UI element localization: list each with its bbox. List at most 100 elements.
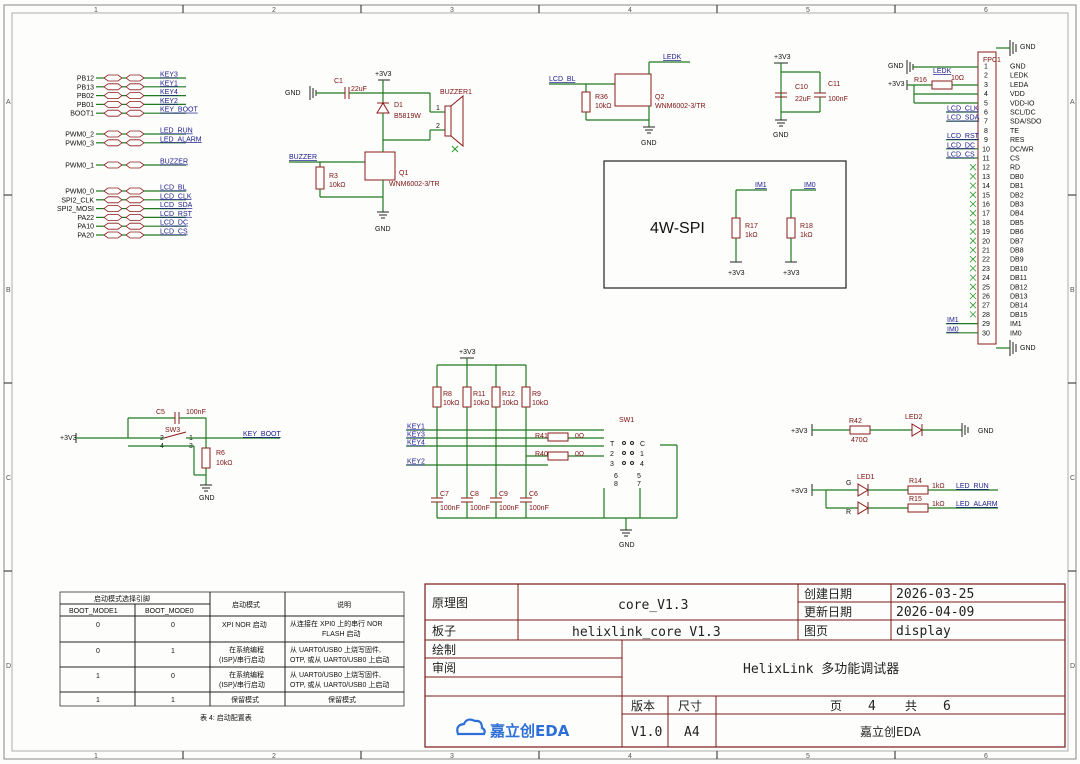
key-cap-ref: C9 bbox=[499, 491, 508, 498]
fpc-pin-number: 21 bbox=[982, 248, 990, 255]
fpc-body bbox=[977, 51, 997, 345]
fpc-side-net-label: LCD_SDA bbox=[947, 115, 980, 122]
frame-col-3: 3 bbox=[450, 7, 454, 14]
frame-col-6-bottom: 6 bbox=[984, 753, 988, 760]
decoupling-gnd-label: GND bbox=[773, 132, 789, 139]
r42-value: 470Ω bbox=[851, 437, 868, 444]
net-flag-icon bbox=[103, 109, 123, 117]
net-flag-icon bbox=[125, 205, 145, 212]
tb-updated-label: 更新日期 bbox=[804, 604, 852, 619]
sw1-pin-label: 4 bbox=[640, 461, 644, 468]
boot-table-cell-m1: 0 bbox=[96, 622, 100, 629]
net-flag-icon bbox=[103, 139, 123, 147]
fpc-side-net-label: LCD_CLK bbox=[947, 106, 979, 113]
fpc-pin-number: 30 bbox=[982, 330, 990, 337]
fpc-pin-number: 26 bbox=[982, 294, 990, 301]
r3-value: 10kΩ bbox=[329, 182, 346, 189]
boot-table-cell-m1: 0 bbox=[96, 648, 100, 655]
buzzer-ref: BUZZER1 bbox=[440, 89, 472, 96]
net-flag-icon bbox=[125, 222, 145, 230]
fpc-pin-name: RD bbox=[1010, 165, 1020, 172]
fpc-pin-name: DB12 bbox=[1010, 284, 1028, 291]
mcu-net-group4-3: LCD_RST bbox=[160, 211, 193, 218]
fpc-side-net-label: IM1 bbox=[947, 317, 959, 324]
fpc-pin-number: 7 bbox=[984, 119, 988, 126]
tb-board-value: helixlink_core V1.3 bbox=[572, 625, 721, 640]
boot-table-cell-m0: 0 bbox=[171, 673, 175, 680]
mcu-pin-group1-4: BOOT1 bbox=[70, 111, 94, 118]
mcu-pin-group1-3: PB01 bbox=[77, 102, 94, 109]
boot-table-cell-mode2: (ISP)/串行启动 bbox=[219, 655, 265, 664]
fpc-pin-name: IM1 bbox=[1010, 321, 1022, 328]
mcu-net-group2-1: LED_ALARM bbox=[160, 136, 202, 143]
jlc-eda-logo: 嘉立创EDA bbox=[456, 718, 570, 740]
fpc-pin-name: DC/WR bbox=[1010, 146, 1034, 153]
net-flag-icon bbox=[103, 231, 123, 239]
fpc-pin-number: 9 bbox=[984, 137, 988, 144]
net-flag-icon bbox=[125, 231, 145, 239]
c5-ref: C5 bbox=[156, 409, 165, 416]
tb-version-label: 版本 bbox=[631, 699, 655, 713]
c1-value: 22uF bbox=[351, 86, 367, 93]
d1-ref: D1 bbox=[394, 102, 403, 109]
frame-col-4-bottom: 4 bbox=[628, 753, 632, 760]
buzzer-pin2: 2 bbox=[436, 123, 440, 130]
mcu-net-group1-0: KEY3 bbox=[160, 72, 178, 79]
r17-value: 1kΩ bbox=[745, 232, 758, 239]
fpc-gnd-top-label: GND bbox=[1020, 44, 1036, 51]
tb-board-label: 板子 bbox=[432, 624, 456, 638]
boot-table-cell-m0: 1 bbox=[171, 697, 175, 704]
boot-vcc-label: +3V3 bbox=[60, 435, 77, 442]
led1-ref: LED1 bbox=[857, 474, 875, 481]
im0-net-label: IM0 bbox=[804, 182, 816, 189]
net-flag-icon bbox=[103, 130, 123, 138]
key-resistor-ref: R8 bbox=[443, 391, 452, 398]
frame-col-3-bottom: 3 bbox=[450, 753, 454, 760]
fpc-pin-number: 20 bbox=[982, 238, 990, 245]
frame-columns-top: 1 2 3 4 5 6 bbox=[94, 5, 988, 14]
boot-table-caption: 表 4: 启动配置表 bbox=[200, 713, 252, 722]
frame-row-b-right: B bbox=[1070, 287, 1075, 294]
boot-table-cell-mode: XPI NOR 启动 bbox=[222, 620, 267, 629]
c1-ref: C1 bbox=[334, 78, 343, 85]
mcu-net-group4-1: LCD_CLK bbox=[160, 193, 192, 200]
net-flag-icon bbox=[103, 92, 123, 99]
buzzer-body bbox=[444, 105, 452, 137]
net-flag-icon bbox=[125, 109, 145, 117]
r40-ref: R40 bbox=[535, 451, 548, 458]
r15-ref: R15 bbox=[909, 496, 922, 503]
key-resistor-value: 10kΩ bbox=[443, 400, 460, 407]
net-flag-icon bbox=[103, 222, 123, 230]
net-flag-icon bbox=[125, 161, 145, 169]
led-run-net-label: LED_RUN bbox=[956, 483, 989, 490]
q1-value: WNM6002-3/TR bbox=[389, 181, 440, 188]
net-flag-icon bbox=[103, 205, 123, 212]
boot-table-group-header: 启动模式选择引脚 bbox=[94, 594, 150, 603]
keys-vcc-label: +3V3 bbox=[459, 349, 476, 356]
fpc-pin-number: 25 bbox=[982, 284, 990, 291]
led1-green-icon bbox=[857, 483, 869, 497]
mcu-net-group4-5: LCD_CS bbox=[160, 229, 188, 236]
fpc-pin-name: DB8 bbox=[1010, 248, 1024, 255]
frame-columns-bottom: 1 2 3 4 5 6 bbox=[94, 751, 988, 760]
tb-updated-value: 2026-04-09 bbox=[896, 605, 974, 620]
fpc-pin-name: DB11 bbox=[1010, 275, 1027, 282]
fpc-pin-name: DB13 bbox=[1010, 294, 1028, 301]
led2-gnd-label: GND bbox=[978, 428, 994, 435]
fpc-pin-name: RES bbox=[1010, 137, 1025, 144]
key-net-label: KEY2 bbox=[407, 459, 425, 466]
c11-ref: C11 bbox=[828, 81, 840, 88]
mcu-pin-group1-2: PB02 bbox=[77, 93, 94, 100]
fpc-ref: FPC1 bbox=[983, 57, 1001, 64]
led2-icon bbox=[911, 423, 923, 437]
tb-size-value: A4 bbox=[684, 725, 700, 740]
sw1-pin-label: C bbox=[640, 441, 645, 448]
net-flag-icon bbox=[103, 101, 123, 108]
mcu-net-group1-2: KEY4 bbox=[160, 89, 178, 96]
fpc-pin-name: GND bbox=[1010, 64, 1026, 71]
frame-col-2-bottom: 2 bbox=[272, 753, 276, 760]
frame-col-1: 1 bbox=[94, 7, 98, 14]
r18-ref: R18 bbox=[800, 223, 813, 230]
